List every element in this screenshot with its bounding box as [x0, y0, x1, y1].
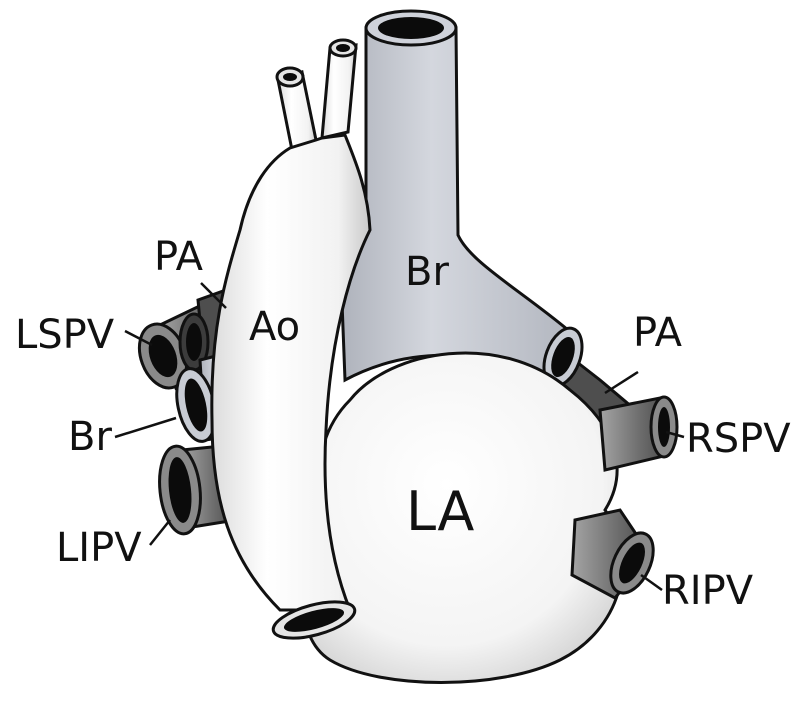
label-aorta: Ao [249, 304, 300, 350]
label-pulmonary-artery-right: PA [633, 310, 683, 356]
leader-ripv [641, 575, 662, 590]
label-rspv: RSPV [686, 416, 791, 462]
label-lspv: LSPV [15, 312, 115, 358]
label-bronchus-main: Br [405, 249, 449, 295]
label-pulmonary-artery-left: PA [154, 234, 204, 280]
trachea-and-bronchi [340, 11, 568, 380]
label-ripv: RIPV [662, 568, 754, 614]
leader-br-left [115, 418, 176, 437]
leader-pa-right [605, 372, 638, 393]
right-superior-pulmonary-vein [600, 397, 677, 470]
label-bronchus-left: Br [68, 414, 112, 460]
label-left-atrium: LA [406, 480, 474, 543]
leader-lipv [150, 520, 170, 545]
label-lipv: LIPV [56, 525, 142, 571]
